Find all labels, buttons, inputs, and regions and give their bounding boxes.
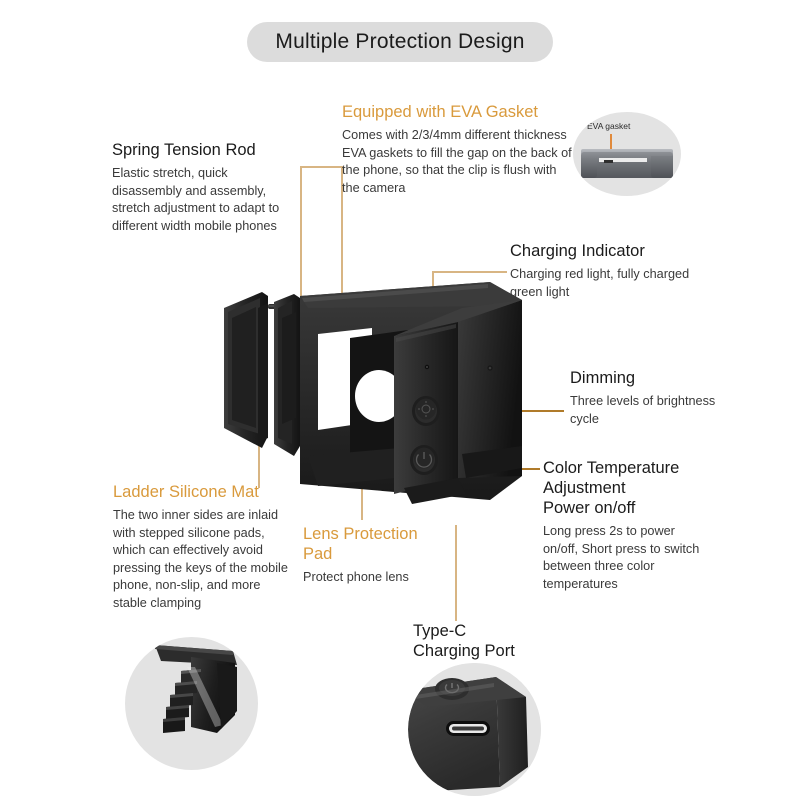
silicone-mat-closeup-svg: [155, 645, 237, 733]
page-title: Multiple Protection Design: [247, 22, 553, 62]
annotation-eva-gasket-body: Comes with 2/3/4mm different thickness E…: [342, 128, 572, 195]
annotation-type-c-port-heading-line1: Type-C: [413, 622, 467, 640]
product-svg: [224, 282, 522, 504]
annotation-lens-protection-pad-body: Protect phone lens: [303, 570, 409, 584]
annotation-color-temperature-body: Long press 2s to power on/off, Short pre…: [543, 524, 700, 591]
product-image-phone-clip: [222, 278, 542, 528]
annotation-spring-tension-rod-body: Elastic stretch, quick disassembly and a…: [112, 166, 280, 233]
annotation-charging-indicator-body: Charging red light, fully charged green …: [510, 267, 690, 299]
annotation-charging-indicator-heading: Charging Indicator: [510, 242, 645, 260]
annotation-color-temperature-heading-line3: Power on/off: [543, 499, 636, 517]
type-c-closeup-svg: [408, 663, 541, 796]
annotation-eva-gasket-heading: Equipped with EVA Gasket: [342, 103, 538, 121]
annotation-type-c-port: Type-C Charging Port: [413, 621, 573, 666]
leader-line-spring-tension-rod-elbow: [300, 166, 342, 168]
annotation-color-temperature-heading-line2: Adjustment: [543, 479, 626, 497]
eva-gasket-inset-label: EVA gasket: [587, 121, 631, 131]
annotation-lens-protection-pad-heading-line1: Lens Protection: [303, 525, 418, 543]
annotation-dimming-body: Three levels of brightness cycle: [570, 394, 716, 426]
leader-line-eva-gasket: [341, 166, 343, 316]
annotation-dimming: Dimming Three levels of brightness cycle: [570, 368, 720, 428]
annotation-type-c-port-heading-line2: Charging Port: [413, 642, 515, 660]
annotation-ladder-silicone-mat-heading: Ladder Silicone Mat: [113, 483, 259, 501]
annotation-spring-tension-rod: Spring Tension Rod Elastic stretch, quic…: [112, 140, 284, 235]
annotation-color-temperature-heading-line1: Color Temperature: [543, 459, 680, 477]
ladder-silicone-mat-inset-image: [125, 637, 258, 770]
gasket-slot: [599, 158, 647, 162]
annotation-spring-tension-rod-heading: Spring Tension Rod: [112, 141, 256, 159]
leader-line-charging-indicator-elbow: [432, 271, 507, 273]
leader-line-spring-tension-rod: [300, 166, 302, 352]
gasket-notch: [604, 160, 613, 163]
gasket-foot-right: [651, 156, 673, 178]
type-c-port-inset-image: [408, 663, 541, 796]
annotation-lens-protection-pad-heading-line2: Pad: [303, 545, 333, 563]
annotation-color-temperature: Color Temperature Adjustment Power on/of…: [543, 458, 711, 593]
leader-line-ladder-silicone-mat: [258, 430, 260, 488]
annotation-eva-gasket: Equipped with EVA Gasket Comes with 2/3/…: [342, 102, 574, 197]
annotation-ladder-silicone-mat-body: The two inner sides are inlaid with step…: [113, 508, 288, 610]
annotation-lens-protection-pad: Lens Protection Pad Protect phone lens: [303, 524, 463, 587]
annotation-charging-indicator: Charging Indicator Charging red light, f…: [510, 241, 710, 301]
page-title-text: Multiple Protection Design: [275, 30, 525, 53]
annotation-ladder-silicone-mat: Ladder Silicone Mat The two inner sides …: [113, 482, 291, 612]
annotation-dimming-heading: Dimming: [570, 369, 636, 387]
eva-gasket-inset-image: EVA gasket: [573, 112, 681, 196]
gasket-foot-left: [581, 158, 597, 178]
leader-line-type-c-port: [455, 525, 457, 621]
